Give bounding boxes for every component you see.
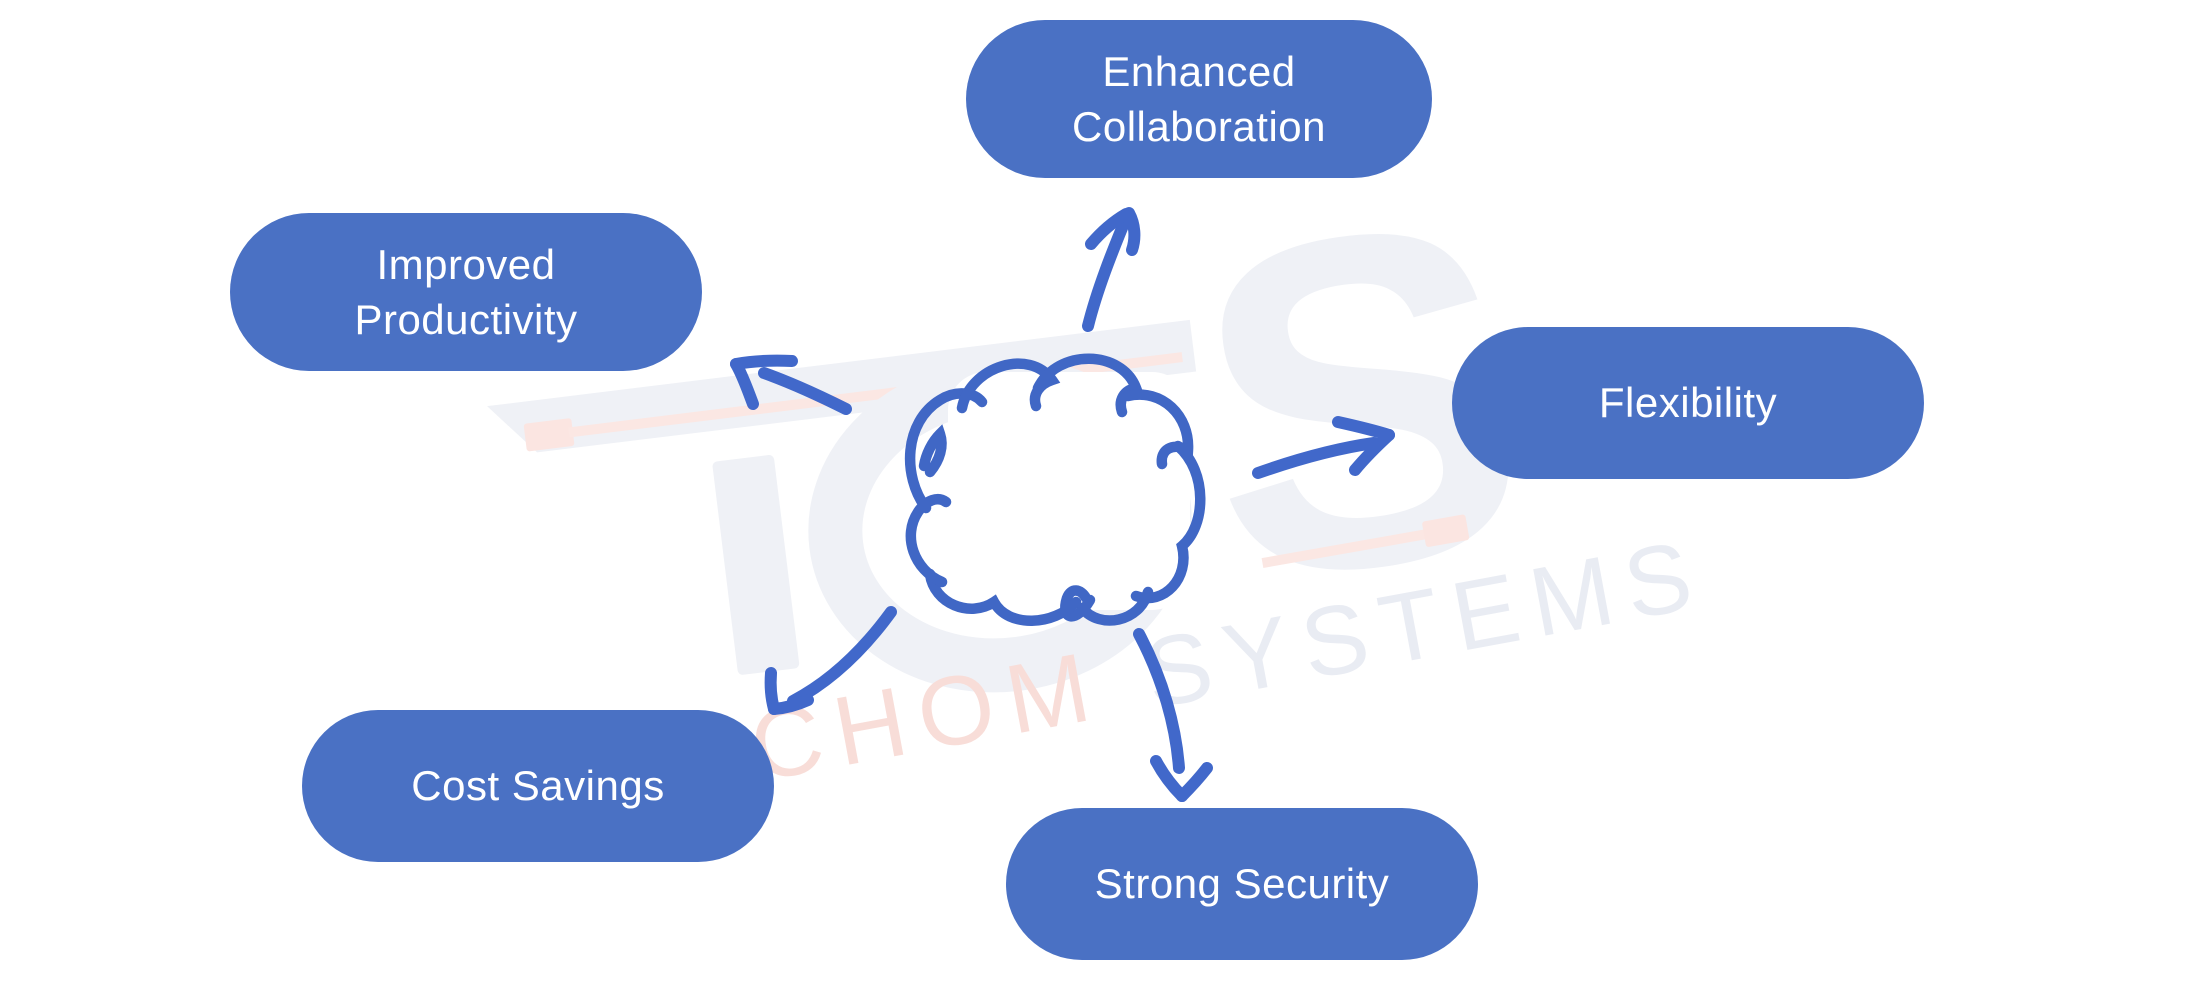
benefit-pill-cost-savings: Cost Savings [302, 710, 774, 862]
benefit-label: Flexibility [1598, 379, 1778, 427]
logo-pink-arrowhead-left [523, 418, 575, 452]
arrow-right-icon [1252, 416, 1395, 479]
cloud-inner-mask [948, 372, 1190, 610]
arrow-upper-left-icon [730, 354, 852, 415]
logo-t-stem [712, 455, 800, 675]
benefit-label: Cost Savings [411, 762, 665, 810]
arrow-up-icon [1082, 207, 1141, 332]
benefit-label: Improved Productivity [354, 240, 578, 343]
benefit-pill-flexibility: Flexibility [1452, 327, 1924, 479]
arrow-down-icon [1133, 628, 1213, 802]
logo-pink-arrow-right [1261, 514, 1470, 568]
benefit-label: Enhanced Collaboration [1072, 47, 1326, 150]
benefit-pill-strong-security: Strong Security [1006, 808, 1478, 960]
benefit-pill-enhanced-collaboration: Enhanced Collaboration [966, 20, 1432, 178]
cloud-doodle-icon [904, 353, 1206, 626]
benefit-label: Strong Security [1094, 860, 1390, 908]
benefit-pill-improved-productivity: Improved Productivity [230, 213, 702, 371]
arrow-lower-left-icon [764, 606, 897, 715]
